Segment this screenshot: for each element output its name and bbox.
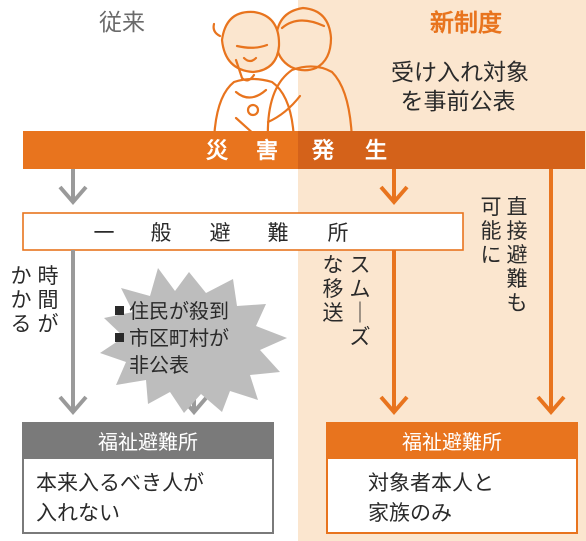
problem-item-1-line-1: 住民が殺到	[129, 299, 229, 323]
arrow-to-general-shelter-right	[379, 169, 409, 206]
right-welfare-header	[327, 423, 577, 459]
general-shelter-box	[22, 212, 464, 251]
subtitle-line-2: を事前公表	[401, 89, 516, 115]
right-welfare-body-line-1: 対象者本人と	[368, 471, 494, 495]
direct-evacuation-note: 直接避難も 可能に	[481, 195, 528, 315]
smooth-transfer-arrow	[379, 250, 409, 416]
new-system-title: 新制度	[430, 9, 503, 37]
direct-evacuation-arrow	[536, 169, 566, 416]
right-welfare-body-line-2: 家族のみ	[368, 501, 452, 525]
left-welfare-title: 福祉避難所	[98, 430, 198, 454]
shelter-char-2: 般	[151, 221, 172, 245]
elderly-person-and-caregiver-icon	[212, 6, 354, 142]
shelter-char-5: 所	[328, 221, 349, 245]
bullet-square-2	[115, 333, 124, 342]
takes-time-col-2: かかる	[11, 264, 32, 336]
disaster-char-3: 発	[311, 139, 335, 164]
disaster-char-1: 災	[206, 139, 229, 164]
left-welfare-body-line-1: 本来入るべき人が	[36, 471, 204, 495]
smooth-col-2: な移送	[323, 253, 344, 325]
takes-time-col-1: 時間が	[38, 264, 59, 336]
disaster-char-4: 生	[365, 139, 387, 164]
left-transfer-arrow	[58, 250, 88, 416]
left-welfare-header	[23, 423, 273, 459]
takes-time-note: 時間が かかる	[11, 264, 59, 336]
problem-item-2-line-2: 非公表	[129, 353, 189, 377]
old-system-title: 従来	[99, 10, 145, 36]
shelter-char-3: 避	[210, 221, 231, 245]
shelter-char-4: 難	[268, 221, 289, 245]
arrow-to-general-shelter-left	[58, 169, 88, 206]
smooth-transfer-note: スム｜ズ な移送	[323, 253, 371, 349]
problem-burst-shape	[100, 268, 287, 413]
general-shelter-label: 一 般 避 難 所	[94, 221, 349, 245]
direct-col-2: 可能に	[481, 195, 502, 267]
disaster-char-2: 害	[256, 138, 278, 164]
new-system-subtitle: 受け入れ対象 を事前公表	[391, 60, 529, 115]
direct-col-1: 直接避難も	[507, 195, 528, 315]
left-welfare-body-line-2: 入れない	[36, 501, 120, 525]
right-welfare-title: 福祉避難所	[402, 430, 502, 454]
disaster-bar-right-shade	[298, 131, 585, 169]
disaster-bar-label: 災 害 発 生	[206, 138, 387, 164]
subtitle-line-1: 受け入れ対象	[391, 60, 529, 86]
smooth-col-1: スム｜ズ	[350, 253, 371, 349]
shelter-char-1: 一	[94, 221, 115, 245]
bullet-square-1	[115, 306, 124, 315]
problem-item-2-line-1: 市区町村が	[129, 326, 229, 350]
problem-burst-text: 住民が殺到 市区町村が 非公表	[115, 299, 229, 377]
